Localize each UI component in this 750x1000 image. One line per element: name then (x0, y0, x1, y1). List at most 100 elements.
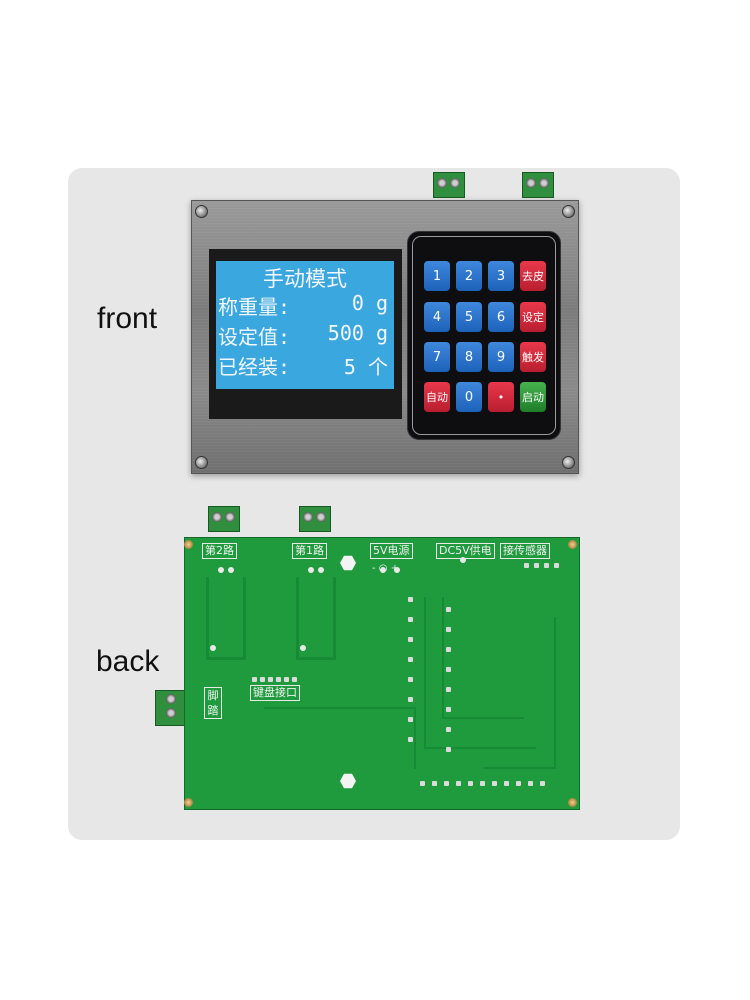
terminal-block (522, 172, 554, 198)
pad (540, 781, 545, 786)
key-0[interactable]: 0 (456, 382, 482, 412)
pcb-trace (296, 577, 336, 660)
front-controller: 手动模式 称重量: 0 g 设定值: 500 g 已经装: 5 个 1 2 3 … (191, 200, 579, 474)
pad (446, 647, 451, 652)
mounting-hole (568, 798, 577, 807)
key-7[interactable]: 7 (424, 342, 450, 372)
key-dot[interactable]: • (488, 382, 514, 412)
via (460, 557, 466, 563)
lcd-screen: 手动模式 称重量: 0 g 设定值: 500 g 已经装: 5 个 (216, 261, 394, 389)
pad (408, 737, 413, 742)
pcb-trace (484, 617, 556, 769)
pcb-trace (264, 707, 416, 769)
terminal-block (433, 172, 465, 198)
lcd-row-value: 5 个 (343, 355, 388, 379)
pad (492, 781, 497, 786)
via (318, 567, 324, 573)
pad (408, 617, 413, 622)
pad (446, 707, 451, 712)
silk-footswitch: 脚踏 (204, 687, 222, 719)
pad (456, 781, 461, 786)
front-label: front (97, 302, 158, 335)
screw-icon (562, 456, 575, 469)
pad (444, 781, 449, 786)
terminal-block (208, 506, 240, 532)
pad (480, 781, 485, 786)
pad (446, 687, 451, 692)
key-tare[interactable]: 去皮 (520, 261, 546, 291)
key-2[interactable]: 2 (456, 261, 482, 291)
silk-dc5v: DC5V供电 (436, 543, 495, 559)
silk-ch2: 第2路 (202, 543, 237, 559)
pcb-board: 第2路 第1路 5V电源 DC5V供电 接传感器 键盘接口 脚踏 - ○ + (184, 537, 580, 810)
pad (516, 781, 521, 786)
silk-5v-power: 5V电源 (370, 543, 413, 559)
pad (432, 781, 437, 786)
pad (408, 677, 413, 682)
key-auto[interactable]: 自动 (424, 382, 450, 412)
key-set[interactable]: 设定 (520, 302, 546, 332)
key-trigger[interactable]: 触发 (520, 342, 546, 372)
silk-keyboard: 键盘接口 (250, 685, 300, 701)
via (210, 645, 216, 651)
via (394, 567, 400, 573)
via (380, 567, 386, 573)
key-5[interactable]: 5 (456, 302, 482, 332)
via (218, 567, 224, 573)
pcb-trace (442, 597, 524, 719)
mounting-hole (184, 540, 193, 549)
standoff (340, 555, 356, 571)
back-label: back (96, 645, 160, 678)
lcd-row-label: 设定值: (218, 325, 291, 349)
lcd-row-setpoint: 设定值: 500 g (218, 321, 388, 349)
pcb-edge (184, 537, 580, 810)
pcb-trace (424, 597, 536, 749)
via (228, 567, 234, 573)
standoff (340, 773, 356, 789)
mounting-hole (568, 540, 577, 549)
pad (544, 563, 549, 568)
pad (260, 677, 265, 682)
lcd-row-value: 500 g (327, 321, 388, 345)
key-6[interactable]: 6 (488, 302, 514, 332)
pad (446, 627, 451, 632)
key-4[interactable]: 4 (424, 302, 450, 332)
pad (408, 597, 413, 602)
pad (468, 781, 473, 786)
pad (408, 637, 413, 642)
silk-sensor: 接传感器 (500, 543, 550, 559)
pad (504, 781, 509, 786)
silk-ch1: 第1路 (292, 543, 327, 559)
pad (446, 607, 451, 612)
mounting-hole (184, 798, 193, 807)
screw-icon (195, 456, 208, 469)
pad (534, 563, 539, 568)
lcd-title: 手动模式 (263, 267, 347, 291)
lcd-row-count: 已经装: 5 个 (218, 351, 388, 379)
key-9[interactable]: 9 (488, 342, 514, 372)
pad (268, 677, 273, 682)
pad (554, 563, 559, 568)
pcb-trace (206, 577, 246, 660)
lcd-bezel: 手动模式 称重量: 0 g 设定值: 500 g 已经装: 5 个 (209, 249, 402, 419)
pad (524, 563, 529, 568)
key-1[interactable]: 1 (424, 261, 450, 291)
pad (446, 747, 451, 752)
key-start[interactable]: 启动 (520, 382, 546, 412)
pad (408, 717, 413, 722)
pad (292, 677, 297, 682)
key-8[interactable]: 8 (456, 342, 482, 372)
pad (446, 727, 451, 732)
key-3[interactable]: 3 (488, 261, 514, 291)
terminal-block (299, 506, 331, 532)
pad (284, 677, 289, 682)
pad (276, 677, 281, 682)
pad (446, 667, 451, 672)
pad (408, 697, 413, 702)
keypad: 1 2 3 去皮 4 5 6 设定 7 8 9 触发 自动 0 • 启动 (407, 231, 561, 440)
pad (252, 677, 257, 682)
lcd-row-value: 0 g (351, 291, 388, 315)
lcd-row-label: 称重量: (218, 295, 291, 319)
pad (420, 781, 425, 786)
pad (408, 657, 413, 662)
